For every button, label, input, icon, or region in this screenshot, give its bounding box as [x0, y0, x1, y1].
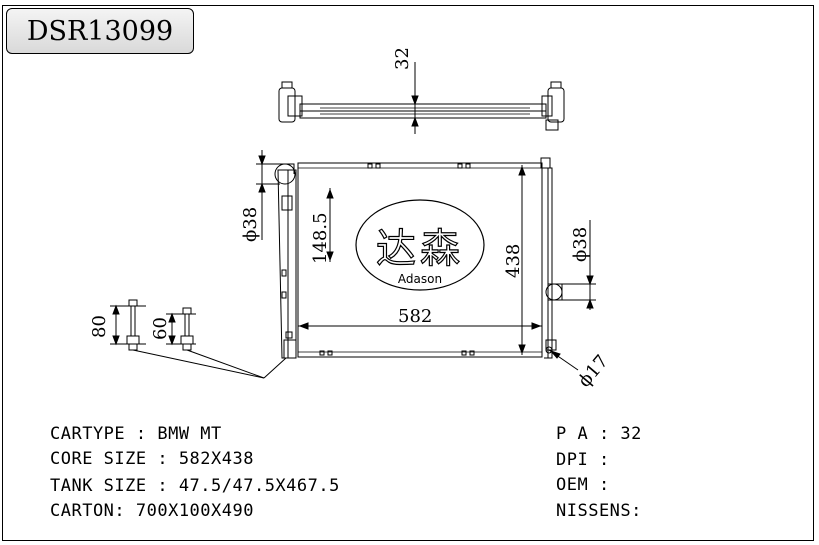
spec-tank-size: TANK SIZE : 47.5/47.5X467.5: [50, 476, 340, 496]
label-tank-height: 148.5: [310, 212, 331, 264]
part-number: DSR13099: [26, 15, 174, 47]
spec-nissens: NISSENS:: [556, 501, 642, 521]
dim-tank-height: [326, 188, 334, 262]
top-rule: [196, 5, 692, 6]
front-view: [274, 157, 563, 359]
dim-drain: [548, 349, 579, 371]
label-inlet-right: ϕ38: [570, 226, 591, 262]
logo-chinese: 达森: [375, 225, 464, 272]
spec-dpi: DPI :: [556, 450, 610, 470]
dim-inlet-right: [560, 220, 596, 310]
spec-oem: OEM :: [556, 475, 610, 495]
top-view: [278, 81, 565, 131]
label-core-width: 582: [398, 306, 433, 327]
dim-core-width: [298, 322, 542, 330]
dim-top-depth: [411, 62, 419, 134]
bracket-leaders: [132, 349, 287, 379]
label-bracket-80: 80: [89, 315, 110, 338]
spec-carton: CARTON: 700X100X490: [50, 501, 254, 521]
logo-latin: Adason: [397, 272, 443, 286]
spec-pa: P A : 32: [556, 424, 642, 444]
part-number-tab: DSR13099: [6, 8, 194, 54]
spec-core-size: CORE SIZE : 582X438: [50, 449, 254, 469]
bracket-80: [110, 299, 146, 351]
label-inlet-left: ϕ38: [240, 206, 261, 242]
dim-inlet-left: [256, 150, 280, 240]
label-core-height: 438: [503, 243, 524, 278]
dim-core-height: [518, 165, 526, 355]
label-top-depth: 32: [392, 47, 413, 70]
spec-cartype: CARTYPE : BMW MT: [50, 424, 222, 444]
bracket-60: [166, 307, 196, 351]
logo-ellipse: [355, 199, 485, 291]
label-bracket-60: 60: [150, 317, 171, 340]
